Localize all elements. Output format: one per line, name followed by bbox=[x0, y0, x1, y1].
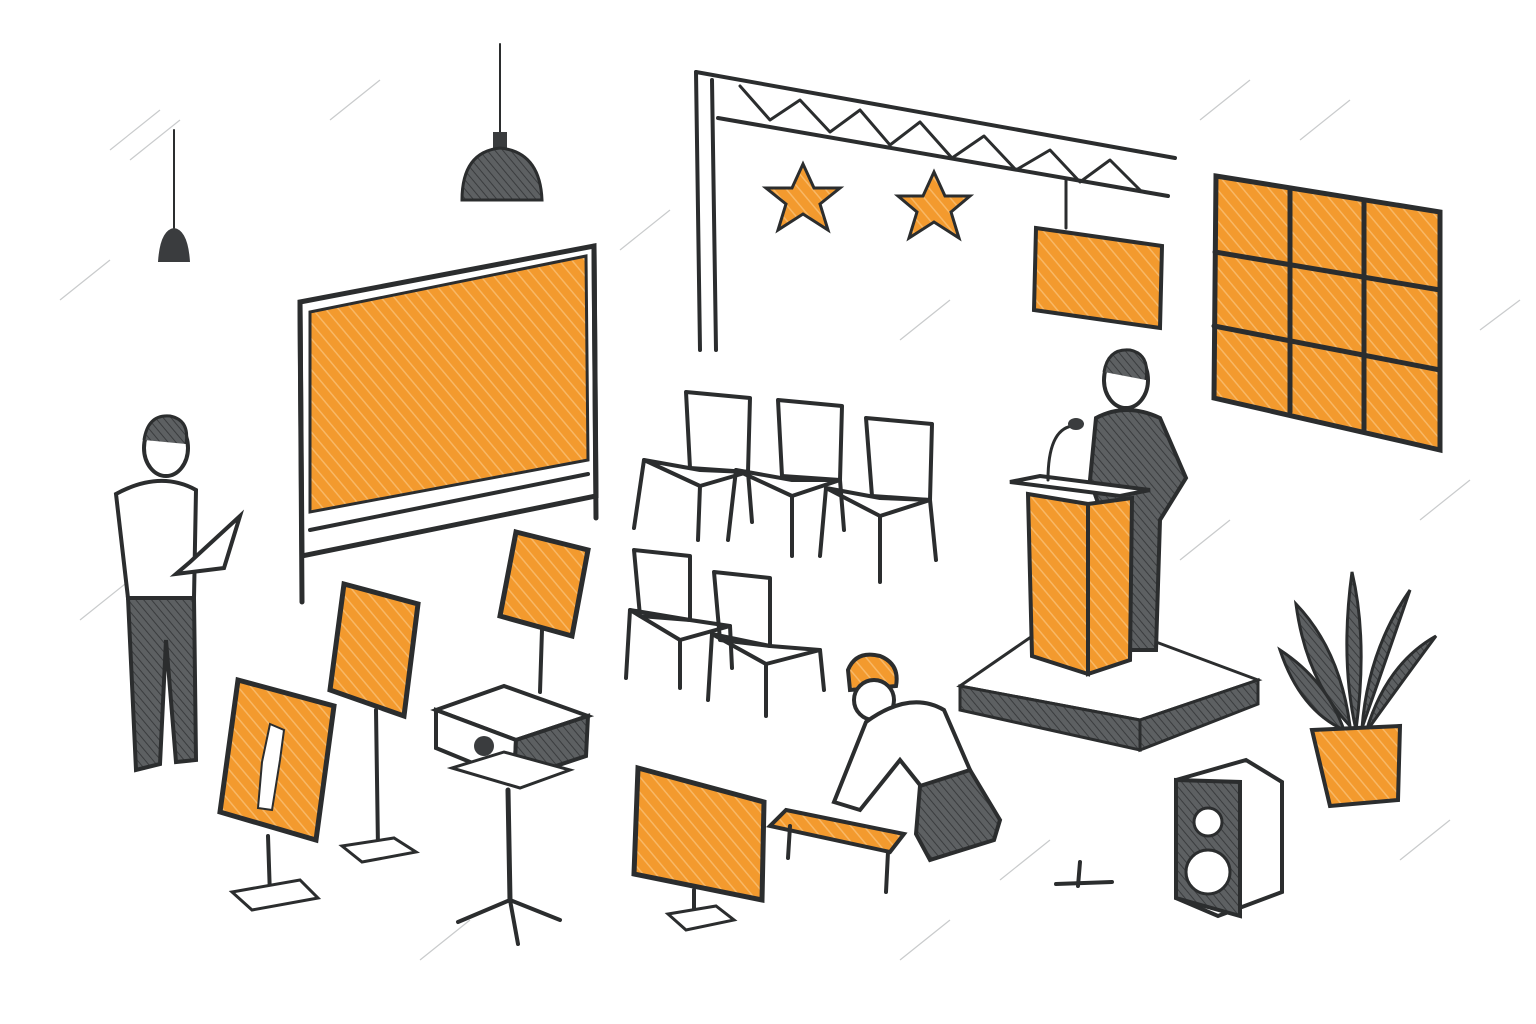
star-left bbox=[761, 160, 845, 234]
podium bbox=[1009, 418, 1151, 677]
chair bbox=[726, 398, 846, 558]
window-grid bbox=[1211, 173, 1443, 454]
chair bbox=[706, 570, 826, 718]
stage-truss bbox=[694, 70, 1177, 352]
easel-display-medium bbox=[327, 580, 421, 864]
background-texture bbox=[59, 79, 1521, 961]
star-right bbox=[893, 168, 975, 242]
floor-tool bbox=[1054, 860, 1114, 888]
chair bbox=[632, 390, 754, 542]
chair bbox=[624, 548, 734, 690]
pendant-lamp-large bbox=[460, 43, 544, 202]
speaker-cabinet bbox=[1174, 757, 1284, 919]
easel-display-large bbox=[217, 676, 337, 912]
large-screen bbox=[297, 242, 599, 605]
person-with-laptop bbox=[113, 414, 245, 773]
chairs bbox=[624, 390, 938, 718]
hanging-screen bbox=[1031, 178, 1165, 331]
projector bbox=[430, 683, 595, 946]
pendant-lamp-small bbox=[158, 129, 190, 262]
chair bbox=[818, 416, 938, 584]
floor-monitor bbox=[631, 764, 767, 932]
kneeling-worker bbox=[765, 652, 1003, 894]
easel-display-small bbox=[497, 528, 591, 694]
potted-plant bbox=[1277, 571, 1438, 809]
